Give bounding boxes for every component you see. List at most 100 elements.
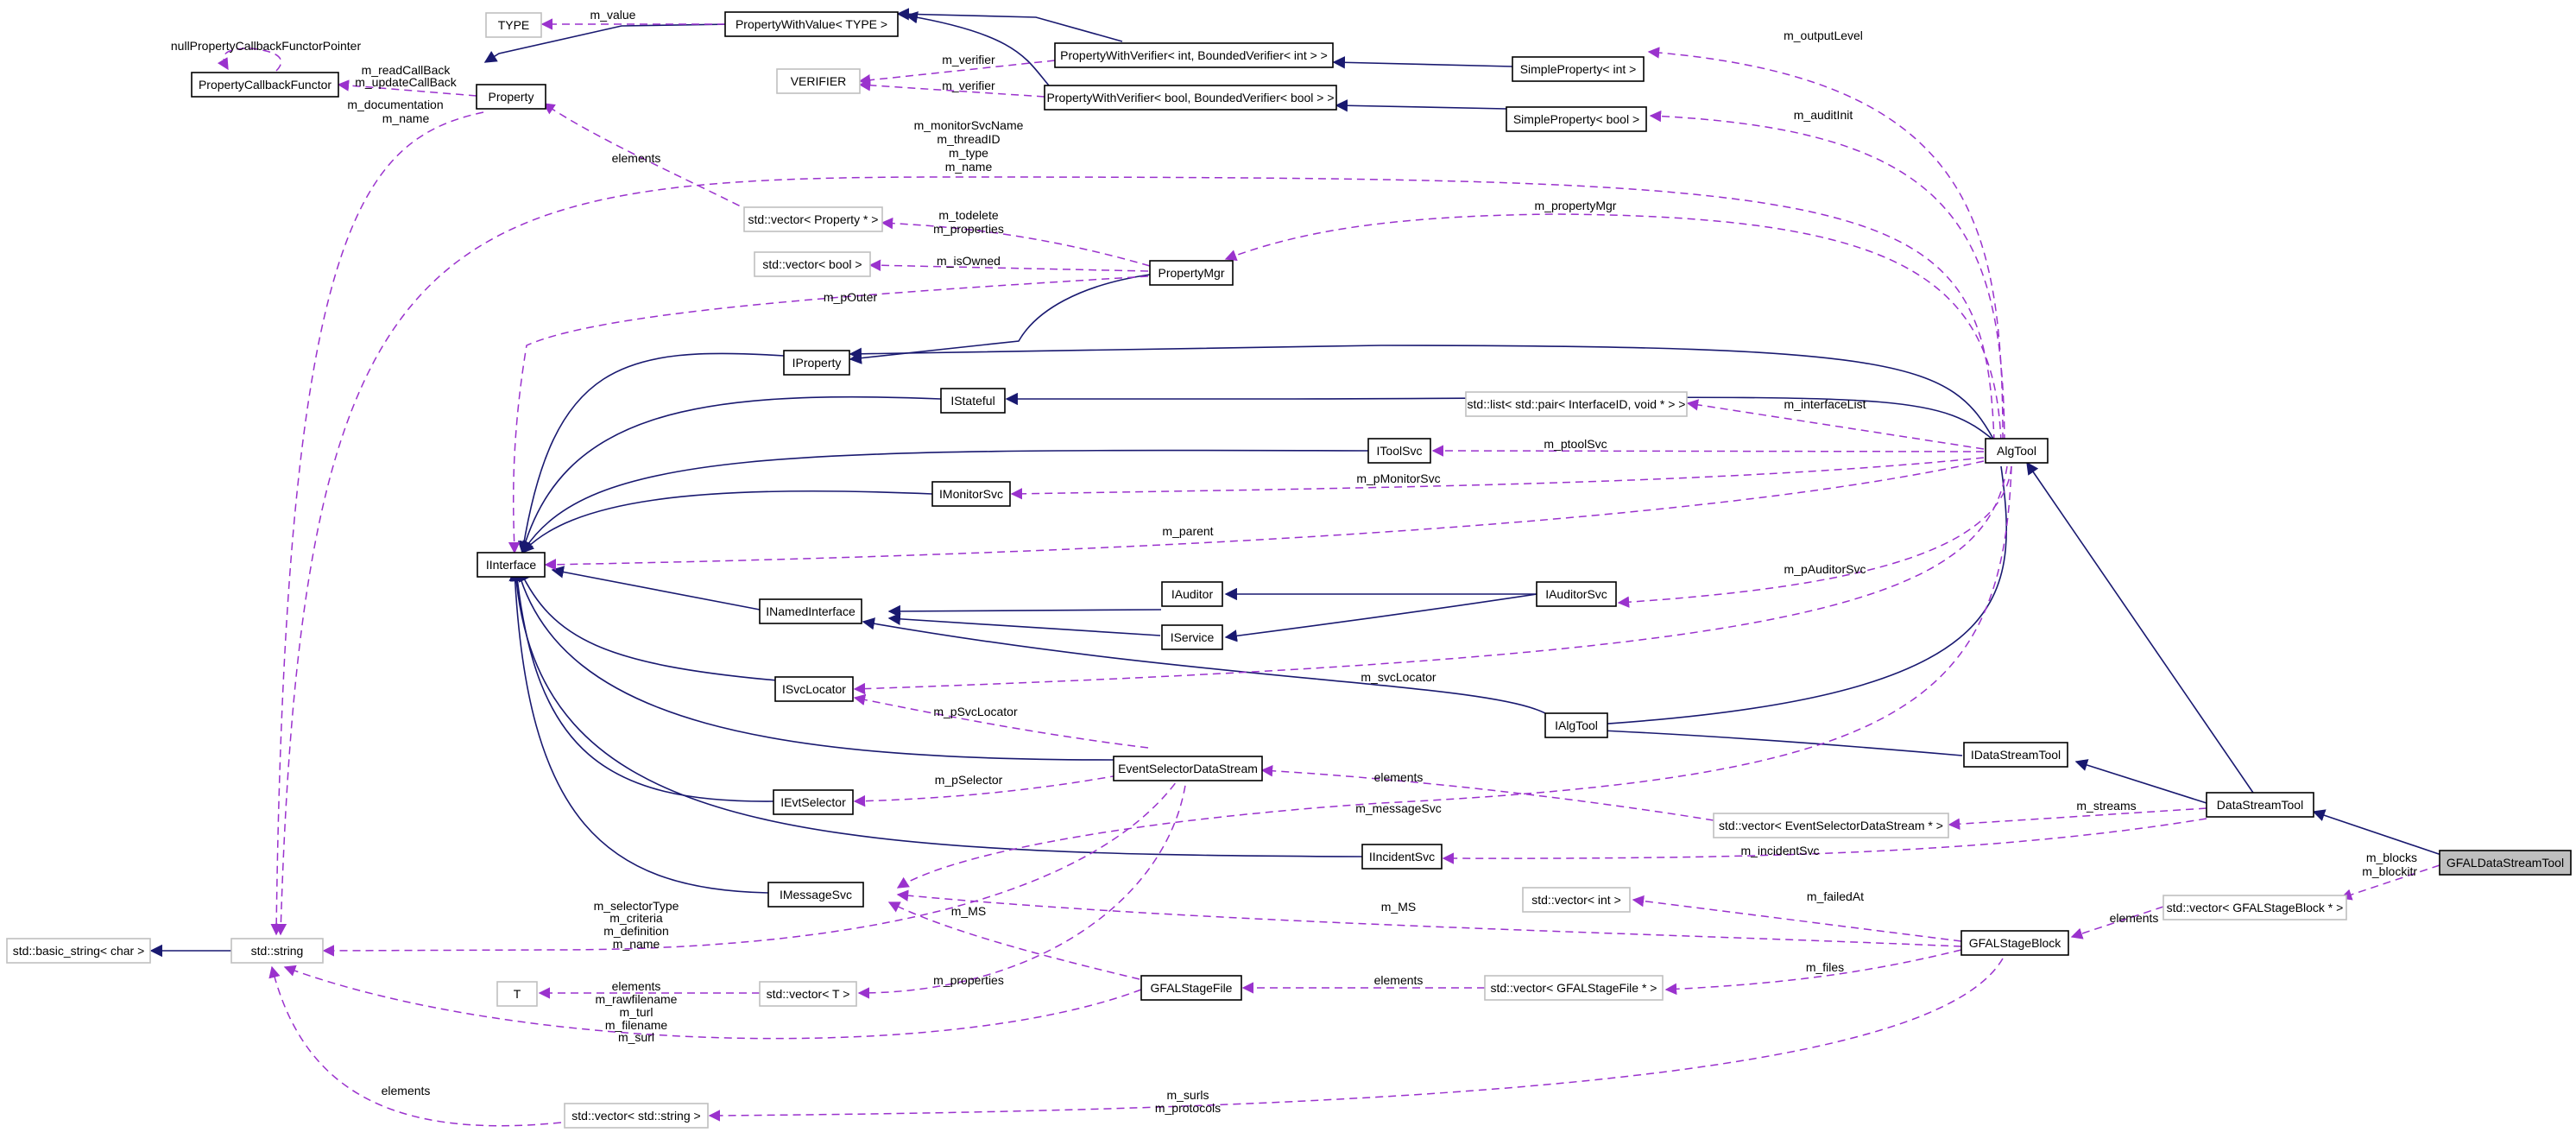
node-box (477, 552, 546, 578)
node-box (191, 72, 339, 98)
edge-use-vecgsb-gsb (2070, 906, 2164, 939)
node-label: GFALDataStreamTool (2447, 856, 2564, 870)
node-box (1536, 581, 1617, 607)
edge-use-algtool-spb (1649, 110, 2005, 443)
node-label: PropertyWithVerifier< int, BoundedVerifi… (1060, 48, 1328, 62)
node-box (1161, 581, 1223, 607)
node-imsgsvc[interactable]: IMessageSvc (767, 882, 864, 908)
node-itoolsvc[interactable]: IToolSvc (1367, 438, 1431, 464)
node-gfaldst[interactable]: GFALDataStreamTool (2439, 850, 2572, 876)
edge-label-incidentsvc: m_incidentSvc (1740, 844, 1819, 857)
node-spi[interactable]: SimpleProperty< int > (1512, 56, 1645, 82)
edge-use-gsb-imsgsvc (896, 889, 1962, 947)
node-type[interactable]: TYPE (485, 12, 542, 38)
node-vecint[interactable]: std::vector< int > (1522, 887, 1631, 913)
edge-inherit-imsgsvc-iinterface (508, 568, 769, 894)
node-iproperty[interactable]: IProperty (783, 350, 850, 376)
node-iauditor[interactable]: IAuditor (1161, 581, 1223, 607)
node-label: PropertyCallbackFunctor (199, 78, 331, 92)
edge-inherit-spi-pwvi (1332, 56, 1513, 69)
node-algtool[interactable]: AlgTool (1985, 438, 2049, 464)
node-box (1985, 438, 2049, 464)
edge-label-seltype: m_selectorType (594, 899, 679, 913)
node-label: GFALStageFile (1151, 981, 1233, 995)
node-iincident[interactable]: IIncidentSvc (1361, 844, 1443, 870)
node-box (759, 598, 862, 624)
node-label: IMonitorSvc (939, 487, 1003, 501)
edge-label-elements3: elements (2110, 911, 2159, 925)
edge-use-gsb-vecgsf (1664, 949, 1962, 996)
node-istateful[interactable]: IStateful (940, 388, 1006, 414)
node-label: DataStreamTool (2217, 798, 2303, 812)
edge-inherit-ialgtool-inamed (862, 617, 1546, 714)
edge-label-name1: m_name (382, 111, 430, 125)
node-vecbool[interactable]: std::vector< bool > (754, 251, 871, 277)
node-property[interactable]: Property (476, 84, 546, 110)
node-label: ISvcLocator (782, 682, 846, 696)
node-string[interactable]: std::string (230, 938, 324, 964)
node-pmgr[interactable]: PropertyMgr (1149, 260, 1234, 286)
node-t[interactable]: T (496, 981, 538, 1007)
node-idst[interactable]: IDataStreamTool (1963, 742, 2068, 768)
node-label: IMessageSvc (780, 888, 852, 901)
node-isvcloc[interactable]: ISvcLocator (774, 676, 854, 702)
node-vecgsb[interactable]: std::vector< GFALStageBlock * > (2162, 895, 2347, 920)
node-box (2162, 895, 2347, 920)
edge-label-files: m_files (1806, 960, 1844, 974)
node-box (1149, 260, 1234, 286)
node-vecstr[interactable]: std::vector< std::string > (564, 1103, 709, 1129)
node-nullcb[interactable]: nullPropertyCallbackFunctorPointer (171, 39, 362, 53)
node-box (2206, 792, 2314, 818)
node-box (1544, 712, 1608, 738)
node-box (774, 676, 854, 702)
node-label: std::string (251, 944, 304, 958)
edge-inherit-pmgr-iproperty (849, 274, 1151, 364)
node-bstring[interactable]: std::basic_string< char > (6, 938, 151, 964)
node-gsf[interactable]: GFALStageFile (1140, 975, 1242, 1001)
edge-use-algtool-listpair (1686, 399, 1985, 450)
node-iinterface[interactable]: IInterface (477, 552, 546, 578)
node-label: Property (489, 90, 534, 104)
node-ievtsel[interactable]: IEvtSelector (773, 789, 854, 815)
edge-label-propmgr: m_propertyMgr (1535, 199, 1617, 212)
node-pwv[interactable]: PropertyWithValue< TYPE > (724, 11, 899, 37)
node-iservice[interactable]: IService (1161, 624, 1223, 650)
node-listpair[interactable]: std::list< std::pair< InterfaceID, void … (1465, 391, 1688, 417)
node-box (743, 206, 883, 232)
node-vecgsf[interactable]: std::vector< GFALStageFile * > (1484, 975, 1664, 1001)
edge-label-pmonitorsvc: m_pMonitorSvc (1356, 471, 1440, 485)
edge-inherit-inamed-iinterface (551, 566, 761, 610)
node-label: std::vector< T > (767, 987, 850, 1001)
edge-label-blocks: m_blocks (2366, 851, 2417, 864)
node-label: std::vector< GFALStageBlock * > (2167, 901, 2344, 914)
node-inamed[interactable]: INamedInterface (759, 598, 862, 624)
edge-use-algtool-itoolsvc (1431, 445, 1985, 457)
node-dst[interactable]: DataStreamTool (2206, 792, 2314, 818)
edge-label-interfacelist: m_interfaceList (1784, 397, 1866, 411)
node-ialgtool[interactable]: IAlgTool (1544, 712, 1608, 738)
node-label: TYPE (498, 18, 530, 32)
labels-layer: m_valuem_verifierm_verifierm_readCallBac… (347, 8, 2417, 1115)
node-iauditorsvc[interactable]: IAuditorSvc (1536, 581, 1617, 607)
edge-label-todelete: m_todelete (938, 208, 998, 222)
node-label: IEvtSelector (780, 795, 846, 809)
edge-label-filename: m_filename (605, 1018, 668, 1032)
node-imonitor[interactable]: IMonitorSvc (931, 481, 1011, 507)
node-vecprop[interactable]: std::vector< Property * > (743, 206, 883, 232)
node-verifier[interactable]: VERIFIER (776, 68, 861, 94)
edge-label-monname: m_monitorSvcName (914, 118, 1024, 132)
node-label: IDataStreamTool (1971, 748, 2061, 762)
node-vect[interactable]: std::vector< T > (759, 981, 857, 1007)
node-label: std::vector< EventSelectorDataStream * > (1719, 819, 1943, 832)
node-pwvi[interactable]: PropertyWithVerifier< int, BoundedVerifi… (1054, 42, 1334, 68)
node-vecesds[interactable]: std::vector< EventSelectorDataStream * > (1713, 813, 1949, 838)
edge-use-esds-vect (857, 772, 1188, 999)
node-pcf[interactable]: PropertyCallbackFunctor (191, 72, 339, 98)
edge-label-rawfilename: m_rawfilename (596, 992, 678, 1006)
node-spb[interactable]: SimpleProperty< bool > (1506, 106, 1647, 132)
node-pwvb[interactable]: PropertyWithVerifier< bool, BoundedVerif… (1044, 85, 1337, 111)
edge-label-name2: m_name (945, 160, 993, 174)
node-gsb[interactable]: GFALStageBlock (1960, 930, 2069, 956)
node-esds[interactable]: EventSelectorDataStream (1113, 756, 1263, 781)
